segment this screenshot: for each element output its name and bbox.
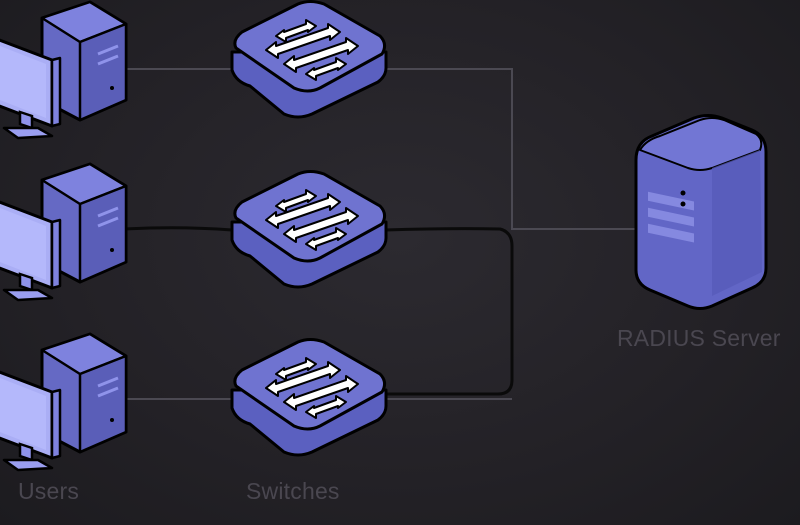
user-pc-2[interactable] [0, 162, 128, 302]
switch-3[interactable] [230, 338, 388, 457]
user-pc-1[interactable] [0, 0, 128, 140]
users-label: Users [18, 478, 80, 504]
switch-2[interactable] [230, 170, 388, 289]
link-user2-switch2 [124, 226, 233, 232]
links [124, 68, 638, 400]
link-switch1-server [385, 68, 638, 230]
link-switch2-server [384, 227, 514, 396]
switches-label: Switches [246, 478, 340, 504]
switch-1[interactable] [230, 0, 388, 119]
user-pc-3[interactable] [0, 332, 128, 472]
radius-server[interactable] [634, 114, 768, 310]
radius-server-label: RADIUS Server [617, 325, 781, 351]
